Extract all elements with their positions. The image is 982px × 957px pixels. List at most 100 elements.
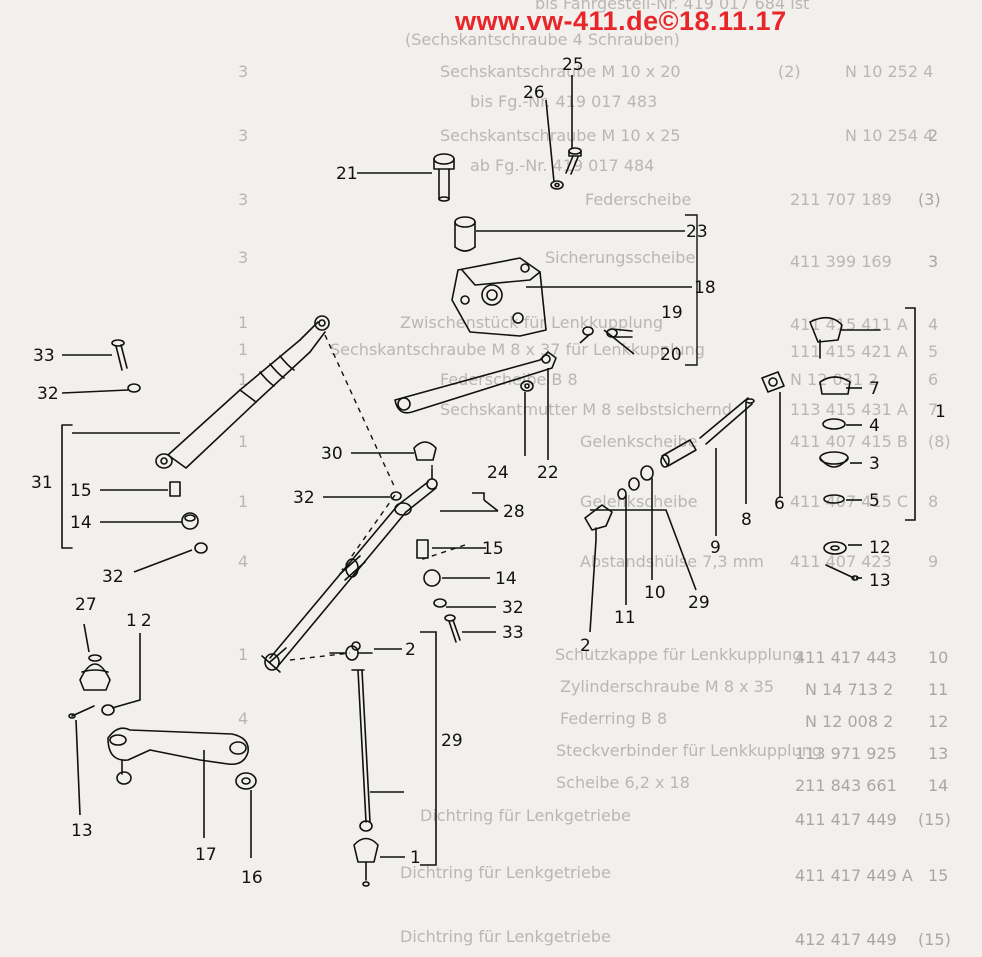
callout-32-left-bottom: 32 bbox=[102, 567, 124, 587]
ghost-desc: Dichtring für Lenkgetriebe bbox=[400, 863, 611, 882]
ghost-desc: Gelenkscheibe bbox=[580, 432, 698, 451]
callout-28: 28 bbox=[503, 502, 525, 522]
ghost-pos: 3 bbox=[928, 252, 939, 271]
ghost-pos: (15) bbox=[918, 930, 951, 949]
part-1-tie-rod-end bbox=[809, 316, 881, 359]
part-14-bushing-center bbox=[423, 569, 441, 587]
part-33-bolt-center bbox=[444, 614, 461, 643]
ghost-line: bis Fahrgestell-Nr. 419 017 684 ist bbox=[535, 0, 810, 13]
ghost-desc: Dichtring für Lenkgetriebe bbox=[400, 927, 611, 946]
ghost-desc: bis Fg.-Nr. 419 017 483 bbox=[470, 92, 658, 111]
part-12-nut-lower bbox=[101, 704, 115, 716]
ghost-part: 113 415 431 A bbox=[790, 400, 908, 419]
callout-12-right: 12 bbox=[869, 538, 891, 558]
part-2-ball-joint bbox=[584, 504, 613, 541]
leader-lines bbox=[61, 75, 916, 866]
ghost-pos: 11 bbox=[928, 680, 949, 699]
part-22-nut bbox=[520, 380, 534, 392]
ghost-qty: 3 bbox=[238, 190, 249, 209]
callout-labels: 21 25 26 23 18 19 20 22 24 1 7 4 3 5 12 … bbox=[31, 55, 946, 888]
ghost-pos: 10 bbox=[928, 648, 949, 667]
ghost-pos: (8) bbox=[928, 432, 951, 451]
ghost-desc: Sechskantschraube M 8 x 37 für Lenkkuppl… bbox=[330, 340, 705, 359]
ghost-part: N 12 031 2 bbox=[790, 370, 879, 389]
ghost-line: (Sechskantschraube 4 Schrauben) bbox=[405, 30, 680, 49]
ghost-desc: Sechskantschraube M 10 x 25 bbox=[440, 126, 681, 145]
part-3-rubber bbox=[819, 451, 849, 468]
ghost-qty: 4 bbox=[238, 552, 249, 571]
part-30-cap bbox=[413, 441, 437, 461]
callout-30: 30 bbox=[321, 444, 343, 464]
ghost-qty: 1 bbox=[238, 492, 249, 511]
part-7-cap bbox=[819, 376, 851, 395]
ghost-pos: 9 bbox=[928, 552, 939, 571]
ghost-part: 411 417 449 bbox=[795, 810, 897, 829]
callout-15-left: 15 bbox=[70, 481, 92, 501]
part-5-ring bbox=[823, 494, 845, 504]
callout-9: 9 bbox=[710, 538, 721, 558]
part-9-sleeve bbox=[660, 439, 697, 468]
ghost-desc: Gelenkscheibe bbox=[580, 492, 698, 511]
ghost-pos: 13 bbox=[928, 744, 949, 763]
ghost-pos: (15) bbox=[918, 810, 951, 829]
callout-29-right: 29 bbox=[688, 593, 710, 613]
ghost-desc: Federring B 8 bbox=[560, 709, 668, 728]
part-16-bushing bbox=[235, 772, 257, 790]
ghost-part: N 10 252 4 bbox=[845, 62, 934, 81]
callout-6: 6 bbox=[774, 494, 785, 514]
ghost-part: 411 399 169 bbox=[790, 252, 892, 271]
part-23-bushing bbox=[454, 216, 476, 252]
dashed-assembly-lines bbox=[289, 334, 466, 661]
ghost-pos: 4 bbox=[928, 315, 939, 334]
callout-2-lower: 2 bbox=[405, 640, 416, 660]
callout-11: 11 bbox=[614, 608, 636, 628]
callout-18: 18 bbox=[694, 278, 716, 298]
ghost-desc: Schutzkappe für Lenkkupplung bbox=[555, 645, 803, 664]
callout-1-group: 1 bbox=[935, 402, 946, 422]
part-17-idler-arm bbox=[107, 727, 249, 785]
callout-24: 24 bbox=[487, 463, 509, 483]
ghost-part: N 12 008 2 bbox=[805, 712, 894, 731]
callout-27: 27 bbox=[75, 595, 97, 615]
part-13-pin bbox=[825, 564, 859, 581]
ghost-desc: Federscheibe B 8 bbox=[440, 370, 578, 389]
part-11-ring bbox=[628, 477, 640, 491]
part-26-nut bbox=[550, 180, 564, 190]
part-32-nut-top bbox=[127, 383, 141, 393]
ghost-desc: Sicherungsscheibe bbox=[545, 248, 696, 267]
ghost-qty: 1 bbox=[238, 370, 249, 389]
part-24-drop-arm bbox=[394, 351, 557, 414]
part-28-tie-rod bbox=[261, 469, 438, 673]
part-8-shaft bbox=[699, 397, 755, 445]
callout-23: 23 bbox=[686, 222, 708, 242]
callout-3: 3 bbox=[869, 454, 880, 474]
callout-32-center: 32 bbox=[293, 488, 315, 508]
ghost-desc: Federscheibe bbox=[585, 190, 692, 209]
callout-14-center: 14 bbox=[495, 569, 517, 589]
ghost-qty: 4 bbox=[238, 709, 249, 728]
callout-22: 22 bbox=[537, 463, 559, 483]
ghost-pos: 2 bbox=[928, 126, 939, 145]
ghost-desc: ab Fg.-Nr. 419 017 484 bbox=[470, 156, 655, 175]
callout-33-left: 33 bbox=[33, 346, 55, 366]
ghost-pos: 5 bbox=[928, 342, 939, 361]
ghost-pos: (3) bbox=[918, 190, 941, 209]
callout-17: 17 bbox=[195, 845, 217, 865]
ghost-part: 411 417 443 bbox=[795, 648, 897, 667]
part-21-bolt bbox=[433, 153, 455, 202]
ghost-pos: (2) bbox=[778, 62, 801, 81]
ghost-pos: 8 bbox=[928, 492, 939, 511]
part-32-nut-center-low bbox=[433, 598, 447, 608]
ghost-part: 411 417 449 A bbox=[795, 866, 913, 885]
ghost-part: 411 407 415 C bbox=[790, 492, 909, 511]
ghost-part: N 10 254 4 bbox=[845, 126, 934, 145]
part-12-washer bbox=[823, 541, 847, 555]
part-18-bracket bbox=[451, 257, 547, 337]
part-washer bbox=[582, 326, 594, 336]
ghost-part: 412 417 449 bbox=[795, 930, 897, 949]
callout-5: 5 bbox=[869, 491, 880, 511]
callout-32-center-low: 32 bbox=[502, 598, 524, 618]
part-10-ring bbox=[640, 465, 654, 481]
part-33-bolt bbox=[111, 339, 128, 371]
